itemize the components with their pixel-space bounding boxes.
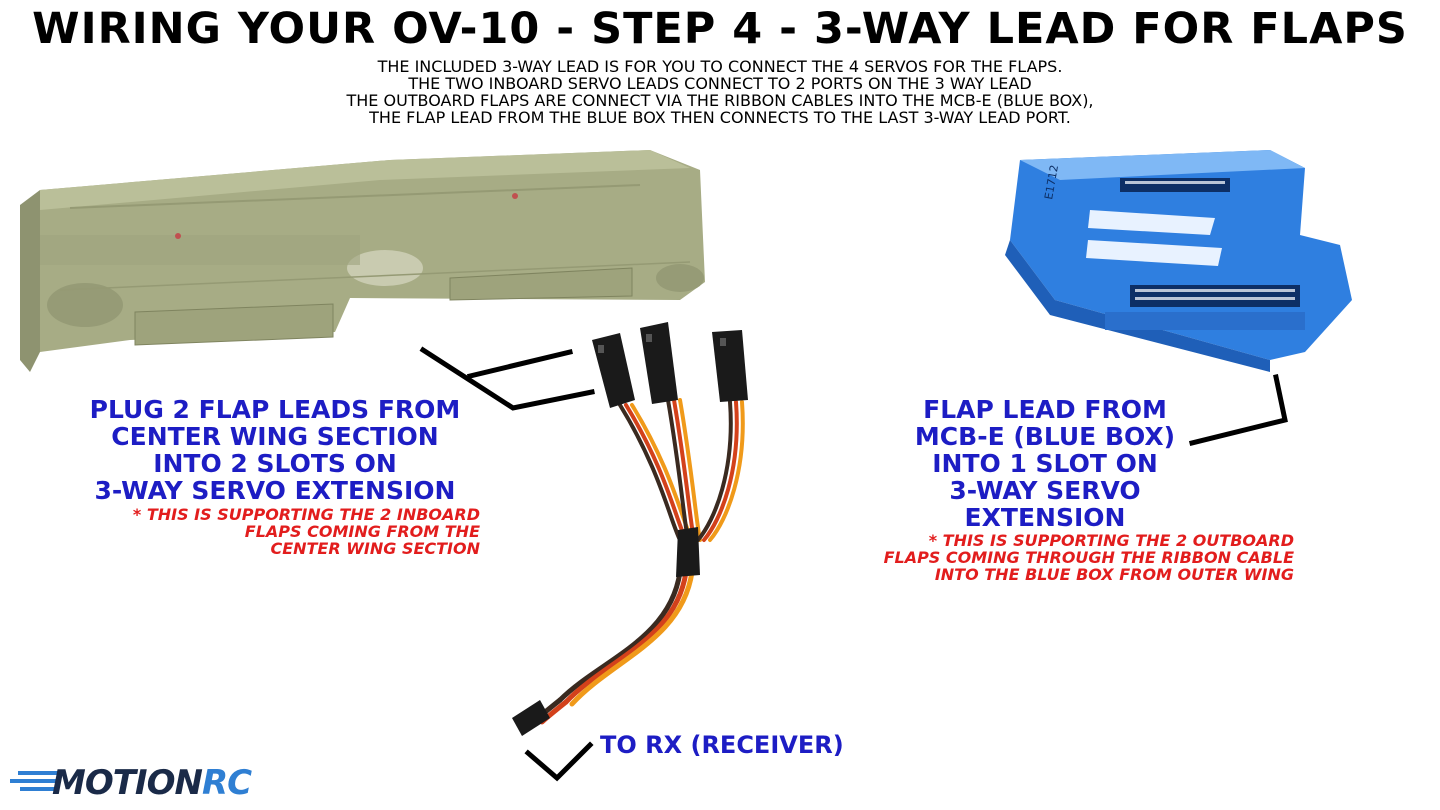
rx-label: TO RX (RECEIVER): [600, 731, 844, 759]
left-note-line: * THIS IS SUPPORTING THE 2 INBOARD: [40, 506, 480, 523]
right-instruction-line: INTO 1 SLOT ON: [880, 450, 1210, 477]
page-title: WIRING YOUR OV-10 - STEP 4 - 3-WAY LEAD …: [0, 8, 1440, 51]
right-instruction-line: 3-WAY SERVO: [880, 477, 1210, 504]
left-instruction-line: PLUG 2 FLAP LEADS FROM: [50, 396, 500, 423]
right-note: * THIS IS SUPPORTING THE 2 OUTBOARD FLAP…: [760, 532, 1294, 583]
left-note: * THIS IS SUPPORTING THE 2 INBOARD FLAPS…: [40, 506, 480, 557]
right-instruction: FLAP LEAD FROM MCB-E (BLUE BOX) INTO 1 S…: [880, 396, 1210, 531]
left-note-line: FLAPS COMING FROM THE: [40, 523, 480, 540]
logo-text-rc: RC: [202, 763, 251, 803]
intro-line: THE OUTBOARD FLAPS ARE CONNECT VIA THE R…: [0, 92, 1440, 109]
right-note-line: FLAPS COMING THROUGH THE RIBBON CABLE: [760, 549, 1294, 566]
left-note-line: CENTER WING SECTION: [40, 540, 480, 557]
intro-line: THE FLAP LEAD FROM THE BLUE BOX THEN CON…: [0, 109, 1440, 126]
right-instruction-line: EXTENSION: [880, 504, 1210, 531]
left-instruction-line: INTO 2 SLOTS ON: [50, 450, 500, 477]
left-instruction-line: CENTER WING SECTION: [50, 423, 500, 450]
three-way-lead-image: [536, 400, 743, 722]
right-note-line: INTO THE BLUE BOX FROM OUTER WING: [760, 566, 1294, 583]
intro-line: THE INCLUDED 3-WAY LEAD IS FOR YOU TO CO…: [0, 58, 1440, 75]
intro-line: THE TWO INBOARD SERVO LEADS CONNECT TO 2…: [0, 75, 1440, 92]
right-instruction-line: FLAP LEAD FROM: [880, 396, 1210, 423]
intro-paragraph: THE INCLUDED 3-WAY LEAD IS FOR YOU TO CO…: [0, 58, 1440, 126]
left-instruction-line: 3-WAY SERVO EXTENSION: [50, 477, 500, 504]
right-note-line: * THIS IS SUPPORTING THE 2 OUTBOARD: [760, 532, 1294, 549]
left-instruction: PLUG 2 FLAP LEADS FROM CENTER WING SECTI…: [50, 396, 500, 504]
motionrc-logo: MOTIONRC: [52, 763, 251, 803]
right-instruction-line: MCB-E (BLUE BOX): [880, 423, 1210, 450]
blue-box-image: E1712: [1005, 150, 1352, 372]
logo-text-motion: MOTION: [52, 763, 202, 803]
